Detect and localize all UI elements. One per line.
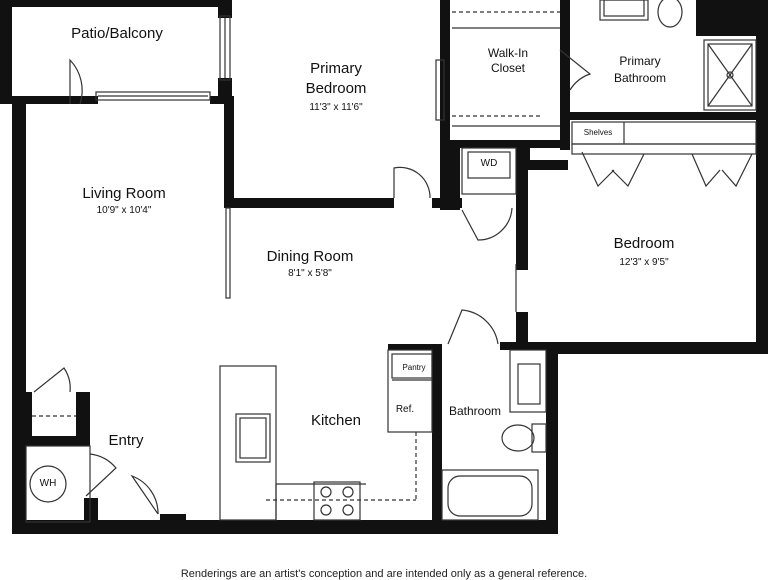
dining-room-dimensions: 8'1" x 5'8" [288, 268, 332, 279]
primary-bathroom-label-line1: Primary [619, 54, 661, 68]
living-room-dimensions: 10'9" x 10'4" [96, 205, 152, 216]
washer-dryer-label: WD [480, 158, 498, 169]
primary-bedroom-label-line1: Primary [310, 60, 362, 77]
interior-lines [25, 0, 757, 523]
entry-label: Entry [108, 432, 144, 449]
dining-room-label: Dining Room [266, 248, 354, 265]
primary-bathroom-label-line2: Bathroom [613, 71, 667, 85]
kitchen-label: Kitchen [310, 412, 362, 429]
disclaimer-text: Renderings are an artist's conception an… [180, 568, 588, 580]
water-heater-label: WH [39, 478, 57, 489]
refrigerator-label: Ref. [395, 404, 415, 415]
primary-bedroom-dimensions: 11'3" x 11'6" [309, 102, 363, 113]
walk-in-closet-label-line1: Walk-In [487, 46, 529, 60]
living-room-label: Living Room [82, 185, 166, 202]
patio-balcony-label: Patio/Balcony [71, 25, 163, 42]
bedroom-label: Bedroom [613, 235, 675, 252]
primary-bedroom-label-line2: Bedroom [305, 80, 367, 97]
exterior-walls [0, 0, 768, 534]
bathroom-label: Bathroom [448, 404, 502, 418]
pantry-label: Pantry [402, 363, 426, 372]
shelves-label: Shelves [583, 128, 613, 137]
bedroom-dimensions: 12'3" x 9'5" [619, 257, 669, 268]
walk-in-closet-label-line2: Closet [490, 61, 525, 75]
